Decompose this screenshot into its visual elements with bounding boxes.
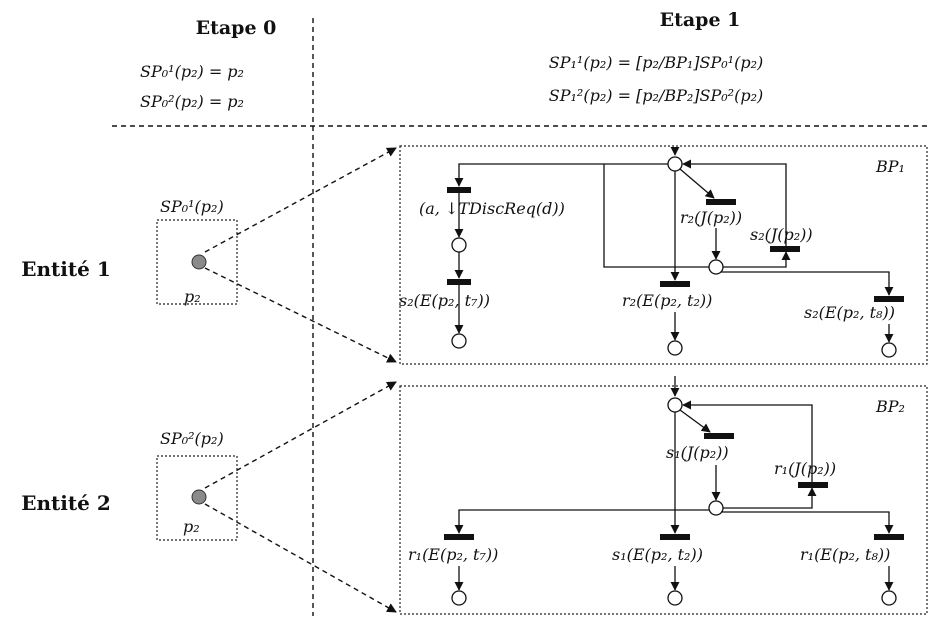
- step0-equation-1: SP₀¹(p₂) = p₂: [140, 62, 244, 81]
- bp1-label-mid-lower: r₂(E(p₂, t₂)): [622, 291, 712, 310]
- bp2-place-mid-end: [667, 590, 683, 606]
- bp1-arc-top-to-mid-upper: [679, 168, 715, 199]
- bp2-arc-mid-to-left-lower: [454, 509, 709, 534]
- bp1-place-left-end: [451, 333, 467, 349]
- bp2-arc-mid-to-right-lower: [721, 511, 894, 534]
- bp1-transition-right-lower: [874, 296, 904, 302]
- bp1-transition-mid-lower: [660, 281, 690, 287]
- step1-header: Etape 1: [660, 9, 741, 31]
- bp2-transition-mid-lower: [660, 534, 690, 540]
- entity-2-small-box: [156, 455, 238, 541]
- bp1-transition-right-upper: [770, 246, 800, 252]
- bp1-title: BP₁: [875, 157, 905, 176]
- bp1-place-mid-end: [667, 340, 683, 356]
- bp2-transition-left-lower: [444, 534, 474, 540]
- entity-2-place-label: p₂: [183, 517, 200, 536]
- step1-equation-2: SP₁²(p₂) = [p₂/BP₂]SP₀²(p₂): [549, 86, 763, 105]
- entity-2-label: Entité 2: [21, 491, 110, 515]
- bp2-label-mid-lower: s₁(E(p₂, t₂)): [612, 545, 703, 564]
- bp1-label-right-lower: s₂(E(p₂, t₈)): [804, 303, 895, 322]
- bp2-arc-top-to-mid-upper: [679, 409, 711, 433]
- bp1-place-left-mid: [451, 237, 467, 253]
- bp2-place-top: [667, 397, 683, 413]
- bp2-transition-right-lower: [874, 534, 904, 540]
- bp1-place-mid: [708, 259, 724, 275]
- step1-equation-1: SP₁¹(p₂) = [p₂/BP₁]SP₀¹(p₂): [549, 53, 763, 72]
- bp1-label-left-top: (a, ↓TDiscReq(d)): [419, 199, 565, 218]
- bp2-label-right-upper: r₁(J(p₂)): [774, 459, 836, 478]
- bp1-place-right-end: [881, 342, 897, 358]
- bp2-label-left-lower: r₁(E(p₂, t₇)): [408, 545, 498, 564]
- zoom-arrow-2-bottom: [204, 503, 397, 613]
- step0-equation-2: SP₀²(p₂) = p₂: [140, 92, 244, 111]
- entity-1-small-box: [156, 219, 238, 305]
- bp1-transition-left-top: [447, 187, 471, 193]
- bp2-place-right-end: [881, 590, 897, 606]
- bp2-arc-loop-back: [682, 400, 813, 482]
- step0-header: Etape 0: [196, 17, 277, 39]
- bp2-arc-mid-to-right-upper: [723, 487, 817, 509]
- bp2-label-mid-upper: s₁(J(p₂)): [666, 443, 729, 462]
- entity-1-place-label: p₂: [184, 287, 201, 306]
- bp1-arc-loop-back: [682, 159, 787, 246]
- entity-1-sp-label: SP₀¹(p₂): [160, 197, 224, 216]
- bp2-title: BP₂: [875, 397, 905, 416]
- bp1-arc-mid-to-right-upper: [723, 251, 791, 268]
- bp1-label-right-upper: s₂(J(p₂)): [750, 225, 813, 244]
- bp1-arc-top-to-left: [454, 163, 668, 187]
- bp2-label-right-lower: r₁(E(p₂, t₈)): [800, 545, 890, 564]
- bp1-box: [399, 145, 928, 365]
- bp1-arc-mid-to-left-bus: [603, 164, 709, 268]
- bp2-box: [399, 385, 928, 615]
- bp1-transition-left-bottom: [447, 279, 471, 285]
- entity-1-label: Entité 1: [21, 257, 110, 281]
- bp1-net: (a, ↓TDiscReq(d)) s₂(E(p₂, t₇)) r₂(J(p₂)…: [399, 146, 904, 358]
- bp2-place-left-end: [451, 590, 467, 606]
- bp1-label-left-bottom: s₂(E(p₂, t₇)): [399, 291, 490, 310]
- bp1-arc-mid-to-right-lower: [721, 271, 894, 296]
- entity-2-token-place: [191, 489, 207, 505]
- bp2-transition-right-upper: [798, 482, 828, 488]
- bp2-transition-mid-upper: [704, 433, 734, 439]
- zoom-arrow-1-bottom: [204, 267, 397, 363]
- bp1-transition-mid-upper: [706, 199, 736, 205]
- bp1-place-top: [667, 156, 683, 172]
- entity-1-token-place: [191, 254, 207, 270]
- bp2-net: s₁(J(p₂)) r₁(J(p₂)) s₁(E(p₂, t₂)) r₁(E(p…: [408, 376, 904, 606]
- entity-2-sp-label: SP₀²(p₂): [160, 429, 224, 448]
- bp1-label-mid-upper: r₂(J(p₂)): [680, 208, 742, 227]
- zoom-arrow-2-top: [204, 381, 397, 489]
- zoom-arrow-1-top: [204, 147, 397, 253]
- bp2-place-mid: [708, 500, 724, 516]
